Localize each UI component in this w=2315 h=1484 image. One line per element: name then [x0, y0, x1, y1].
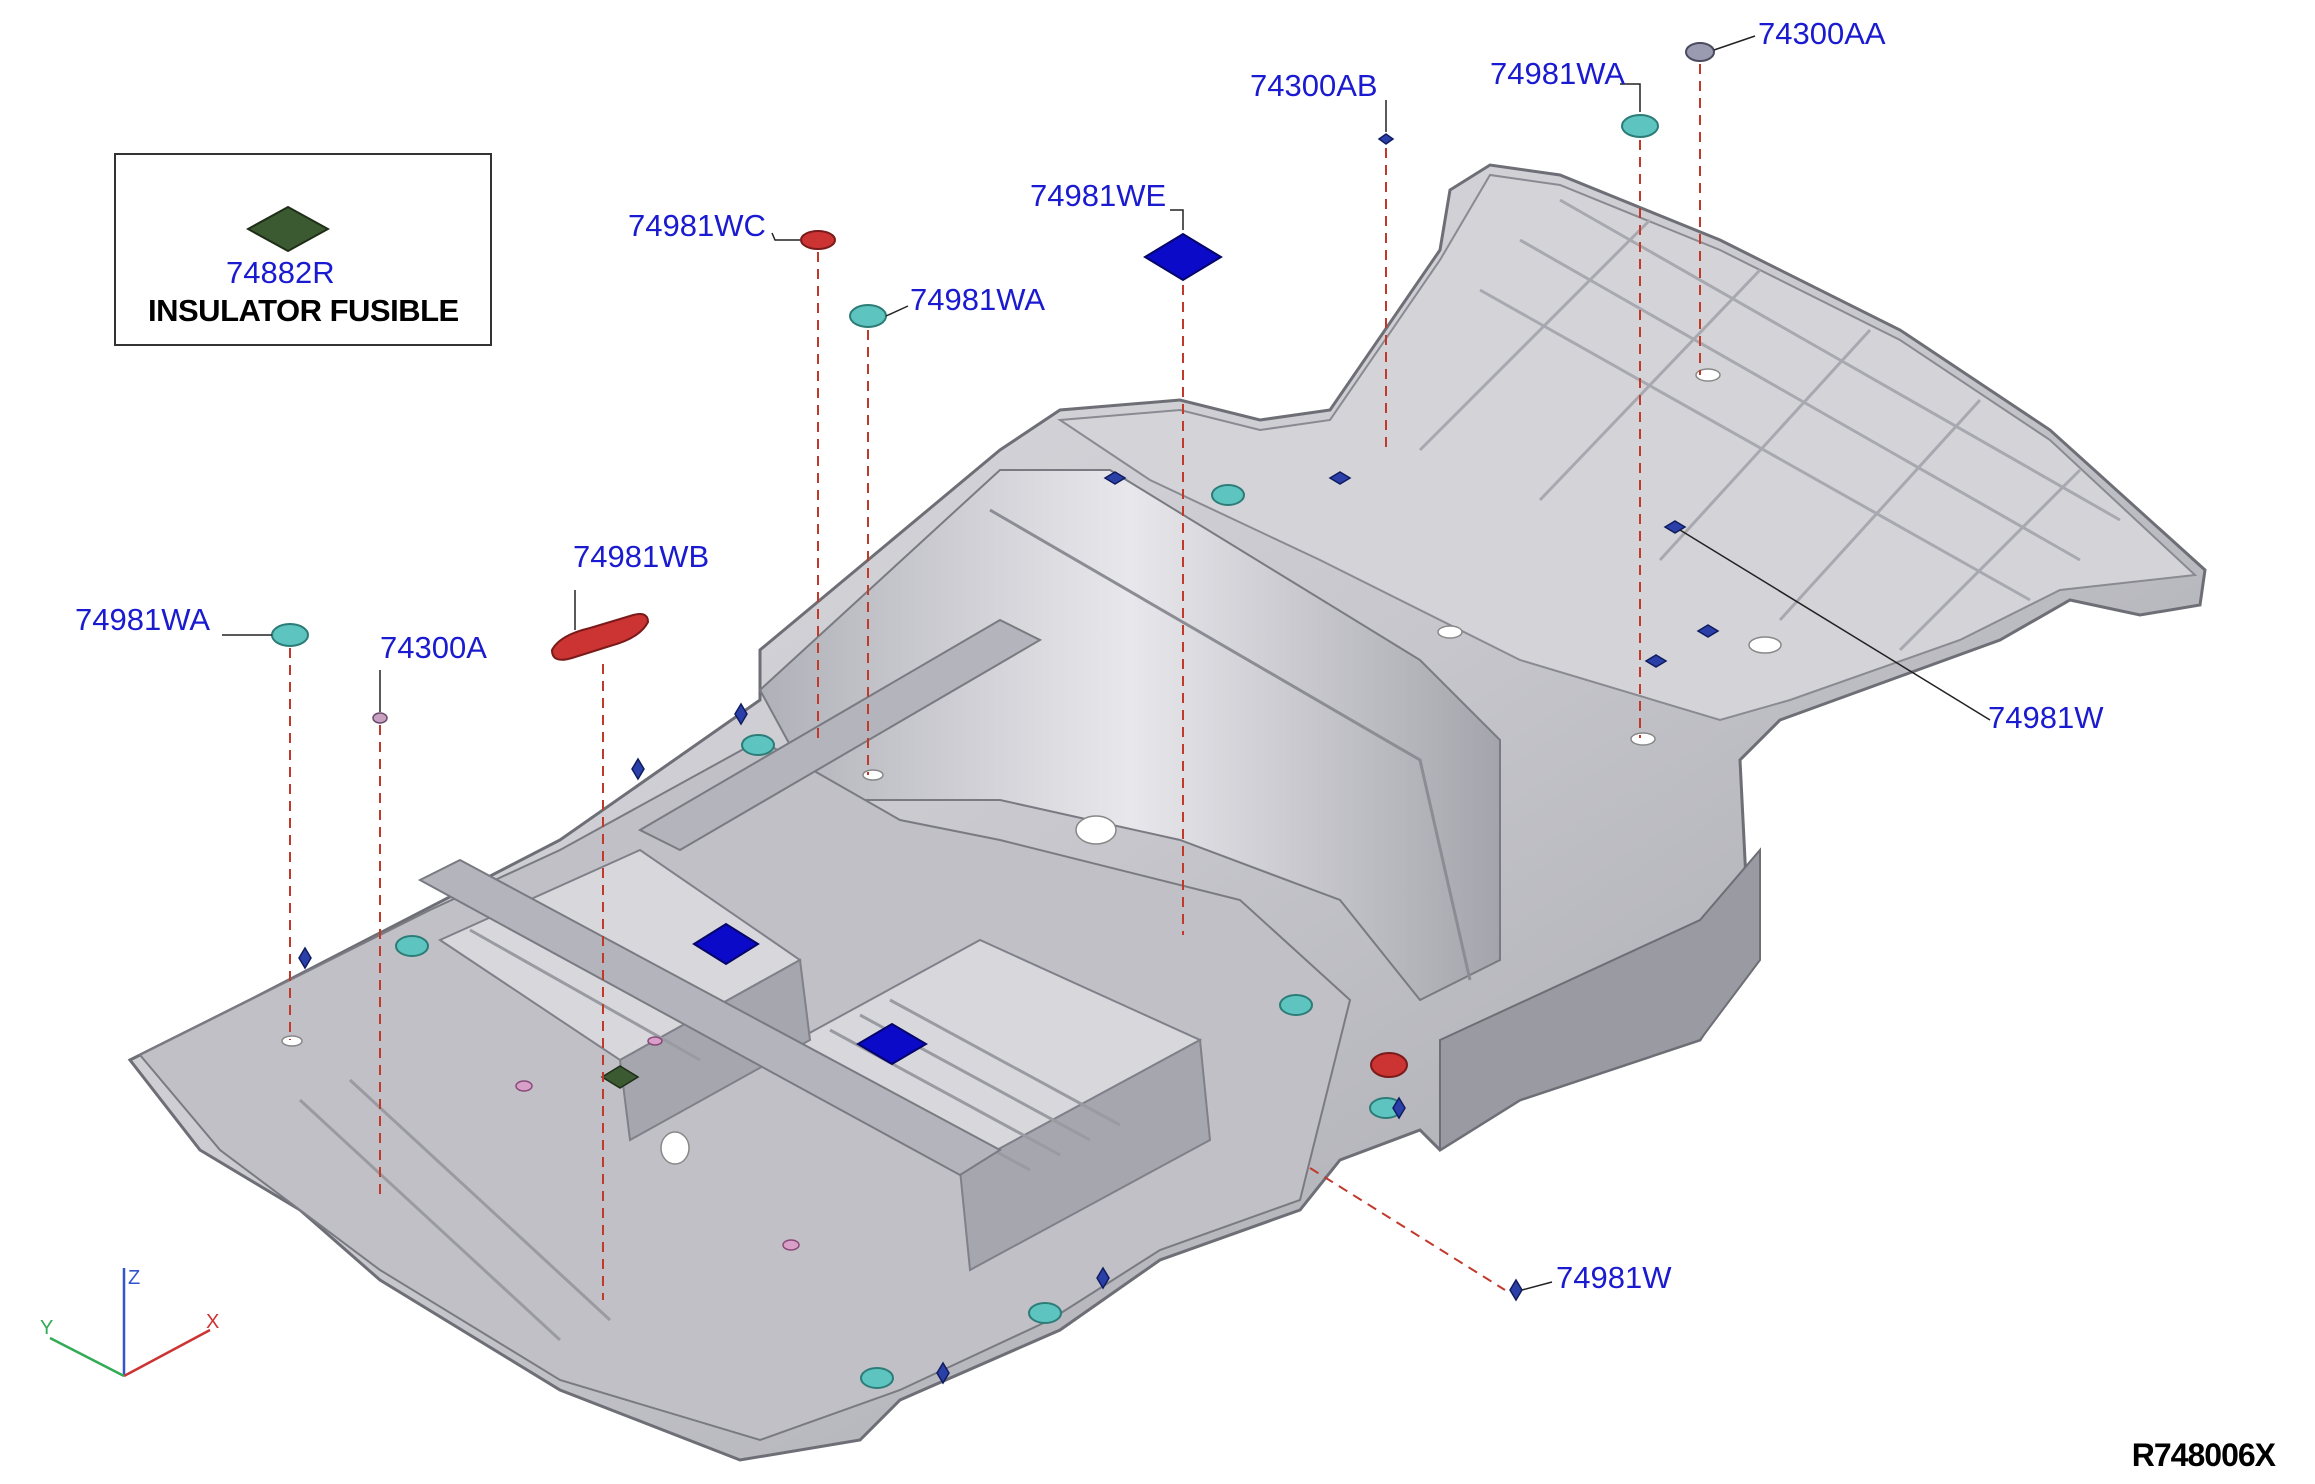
callout-74981we: 74981WE — [1030, 178, 1166, 213]
exploded-parts — [271, 42, 1715, 1302]
callout-74300ab: 74300AB — [1250, 68, 1378, 103]
callout-74981wa-left: 74981WA — [75, 602, 210, 637]
insulator-fusible-swatch — [246, 205, 330, 253]
patch-74981wb — [550, 613, 650, 661]
floor-panel-body — [127, 163, 2207, 1462]
axis-z-label: Z — [128, 1267, 140, 1289]
axis-triad: Z X Y — [40, 1267, 219, 1378]
callout-74981wb: 74981WB — [573, 539, 709, 574]
axis-y-label: Y — [40, 1317, 53, 1339]
callout-74981wa-mid: 74981WA — [910, 282, 1045, 317]
legend-part-code: 74882R — [226, 255, 335, 290]
plug-74981w-right — [1509, 1278, 1523, 1302]
plug-74981wc — [800, 230, 836, 250]
callout-labels: 74300AA 74981WA 74300AB 74981WE 74981WC … — [75, 16, 2104, 1295]
drawing-number: R748006X — [2131, 1437, 2276, 1473]
callout-74981wa-top: 74981WA — [1490, 56, 1625, 91]
plug-74981wa-left — [271, 623, 309, 647]
plug-74981wa-mid — [849, 304, 887, 328]
axis-x-label: X — [206, 1311, 219, 1333]
legend-box: 74882R INSULATOR FUSIBLE — [114, 153, 492, 346]
dashed-leader-lines — [289, 64, 1701, 1300]
callout-74300a: 74300A — [380, 630, 487, 665]
callout-74981w-rear: 74981W — [1988, 700, 2104, 735]
plug-74981wa-top — [1621, 114, 1659, 138]
plug-74300ab — [1377, 133, 1395, 145]
patch-74981we — [1143, 232, 1223, 282]
legend-part-name: INSULATOR FUSIBLE — [148, 293, 459, 328]
plug-74300a — [372, 712, 388, 724]
installed-plugs — [298, 471, 1720, 1389]
callout-74300aa: 74300AA — [1758, 16, 1886, 51]
callout-74981wc: 74981WC — [628, 208, 766, 243]
callout-74981w-front: 74981W — [1556, 1260, 1672, 1295]
plug-74300aa — [1685, 42, 1715, 62]
label-leaders — [222, 35, 1991, 1291]
